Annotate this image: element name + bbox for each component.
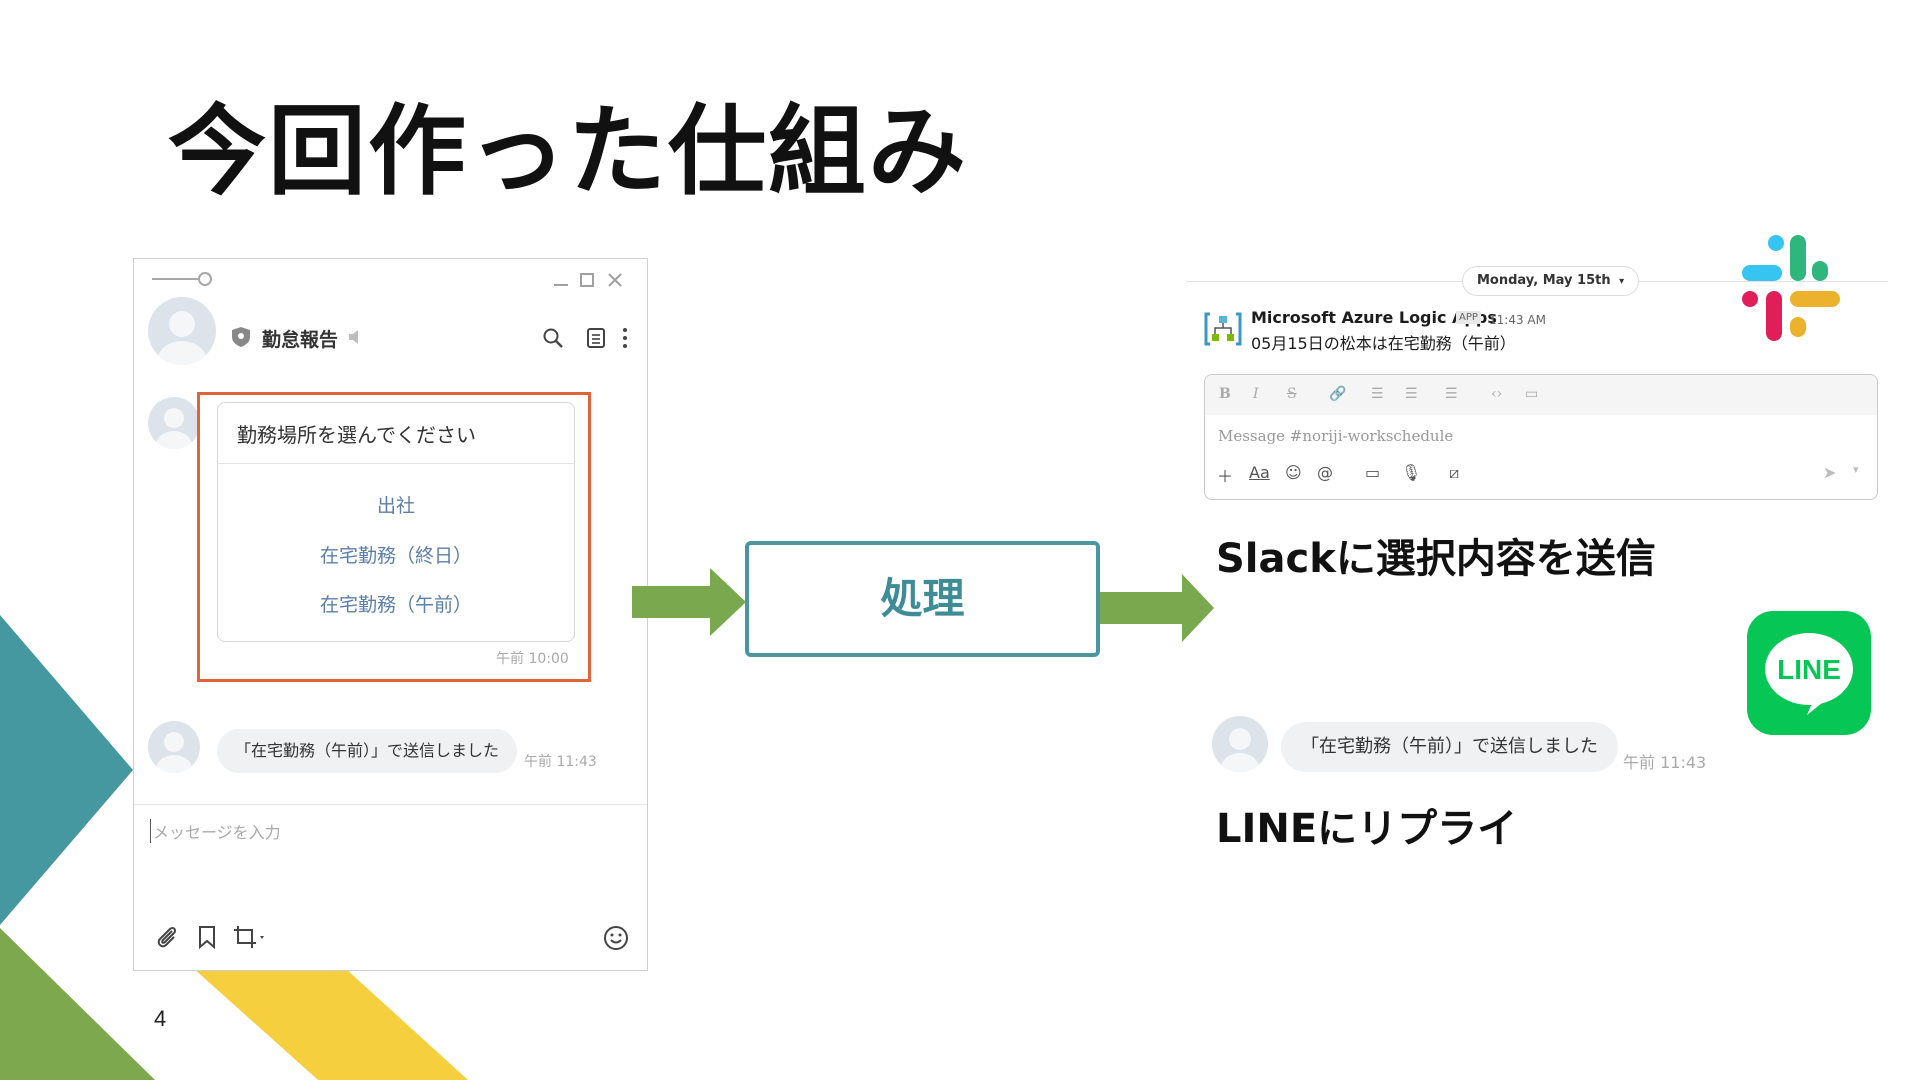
slack-message-input[interactable]: Message #noriji-workschedule <box>1218 427 1454 445</box>
slack-logo <box>1742 235 1840 341</box>
slash-command-icon[interactable]: ⧄ <box>1449 463 1460 482</box>
slack-composer: B I S 🔗 ☰ ☰ ☰ ‹› ▭ Message #noriji-works… <box>1204 374 1878 500</box>
room-title: 勤怠報告 <box>262 329 339 351</box>
blockquote-icon[interactable]: ☰ <box>1445 386 1458 402</box>
slack-sender-name[interactable]: Microsoft Azure Logic Apps <box>1251 308 1497 327</box>
close-icon[interactable] <box>606 271 624 289</box>
video-icon[interactable]: ▭ <box>1365 463 1381 482</box>
slack-app-badge: APP <box>1456 311 1481 324</box>
page-title: 今回作った仕組み <box>168 95 969 209</box>
send-options-icon[interactable]: ▾ <box>1853 463 1859 476</box>
arrow-to-process <box>632 568 746 636</box>
maximize-icon[interactable] <box>578 271 596 289</box>
line-user-avatar <box>1212 716 1268 772</box>
chevron-down-icon: ▾ <box>1619 276 1625 287</box>
process-label: 処理 <box>880 574 965 623</box>
slack-message: 05月15日の松本は在宅勤務（午前） <box>1251 334 1516 353</box>
code-block-icon[interactable]: ▭ <box>1525 386 1539 402</box>
emoji-icon[interactable] <box>602 924 630 952</box>
choice-card: 勤務場所を選んでください 出社 在宅勤務（終日） 在宅勤務（午前） <box>217 402 575 642</box>
text-format-button[interactable]: Aa <box>1249 463 1270 482</box>
strike-button[interactable]: S <box>1287 386 1297 402</box>
input-divider <box>134 804 647 805</box>
deco-teal-triangle <box>0 615 133 925</box>
slack-date-pill[interactable]: Monday, May 15th ▾ <box>1462 266 1640 296</box>
reply-timestamp: 午前 11:43 <box>524 754 597 770</box>
microphone-icon[interactable]: 🎙 <box>1401 463 1422 482</box>
page-number: 4 <box>154 1006 167 1031</box>
bookmark-icon[interactable] <box>196 924 218 950</box>
deco-yellow-band <box>193 968 468 1080</box>
mention-icon[interactable]: @ <box>1317 463 1333 482</box>
line-logo: LINE <box>1747 611 1871 735</box>
process-box: 処理 <box>745 541 1100 657</box>
option-remote-full-day[interactable]: 在宅勤務（終日） <box>319 545 472 567</box>
bullet-list-icon[interactable]: ☰ <box>1405 386 1418 402</box>
minimize-icon[interactable] <box>552 271 570 289</box>
italic-button[interactable]: I <box>1253 386 1259 402</box>
option-remote-morning[interactable]: 在宅勤務（午前） <box>319 594 472 616</box>
slack-timestamp[interactable]: 11:43 AM <box>1489 313 1546 327</box>
option-office[interactable]: 出社 <box>376 495 415 517</box>
chat-window: 勤怠報告 勤務場所を選んでください 出社 在宅勤務（終日） 在宅勤務（午前） 午… <box>133 258 648 971</box>
logic-apps-icon <box>1204 312 1242 346</box>
highlight-box <box>197 392 591 682</box>
user-avatar <box>148 721 200 773</box>
mute-icon <box>349 330 358 344</box>
shield-icon <box>232 327 250 347</box>
slack-date-label: Monday, May 15th <box>1477 273 1611 288</box>
arrow-to-outputs <box>1100 574 1214 642</box>
line-reply-bubble: 「在宅勤務（午前）」で送信しました <box>1281 722 1618 772</box>
more-menu-icon[interactable] <box>620 327 630 349</box>
slack-caption: Slackに選択内容を送信 <box>1216 536 1656 582</box>
message-input[interactable]: メッセージを入力 <box>150 819 281 843</box>
slack-format-bar: B I S 🔗 ☰ ☰ ☰ ‹› ▭ <box>1205 375 1877 415</box>
reply-bubble: 「在宅勤務（午前）」で送信しました <box>217 729 518 773</box>
search-icon[interactable] <box>542 327 564 349</box>
plus-icon[interactable]: ＋ <box>1217 467 1234 486</box>
crop-capture-icon[interactable] <box>232 924 268 950</box>
card-title: 勤務場所を選んでください <box>237 423 476 447</box>
bold-button[interactable]: B <box>1219 386 1231 402</box>
card-timestamp: 午前 10:00 <box>496 651 569 667</box>
send-icon[interactable]: ➤ <box>1823 463 1837 482</box>
code-icon[interactable]: ‹› <box>1491 386 1503 402</box>
card-divider <box>218 463 574 464</box>
bot-avatar <box>148 397 200 449</box>
line-logo-text: LINE <box>1777 654 1841 685</box>
line-reply-timestamp: 午前 11:43 <box>1623 753 1707 772</box>
ordered-list-icon[interactable]: ☰ <box>1371 386 1384 402</box>
attachment-icon[interactable] <box>154 924 180 950</box>
link-icon[interactable]: 🔗 <box>1329 386 1347 402</box>
deco-green-triangle <box>0 928 155 1080</box>
room-avatar <box>148 297 216 365</box>
line-caption: LINEにリプライ <box>1216 806 1518 852</box>
notes-icon[interactable] <box>586 327 606 349</box>
pin-icon[interactable] <box>152 269 212 289</box>
emoji-icon[interactable]: ☺ <box>1285 463 1302 482</box>
